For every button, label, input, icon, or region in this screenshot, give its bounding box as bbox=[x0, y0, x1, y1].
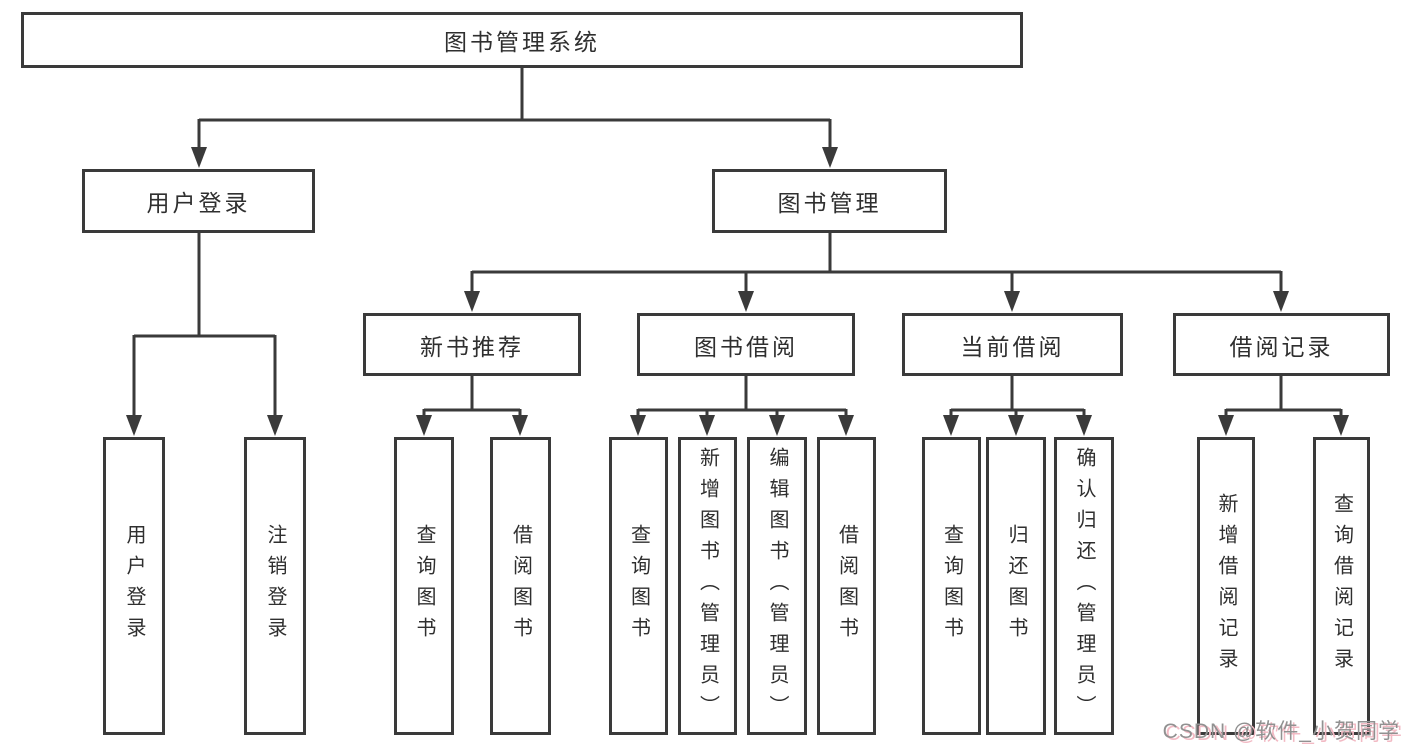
leaf-add-borrow-record-label: 新增借阅记录 bbox=[1215, 493, 1237, 679]
leaf-add-book-admin: 新增图书（管理员） bbox=[678, 437, 737, 735]
node-user-login: 用户登录 bbox=[82, 169, 315, 233]
leaf-newbooks-borrow-book-label: 借阅图书 bbox=[509, 524, 532, 648]
leaf-borrow-query-book: 查询图书 bbox=[609, 437, 668, 735]
leaf-borrow-book: 借阅图书 bbox=[817, 437, 876, 735]
leaf-logout: 注销登录 bbox=[244, 437, 306, 735]
node-library-system-label: 图书管理系统 bbox=[444, 29, 600, 55]
leaf-return-book-label: 归还图书 bbox=[1005, 524, 1027, 648]
leaf-return-book: 归还图书 bbox=[986, 437, 1046, 735]
csdn-watermark: CSDN @软件_小贺同学 bbox=[1162, 720, 1400, 743]
leaf-edit-book-admin: 编辑图书（管理员） bbox=[747, 437, 807, 735]
node-current-borrow-label: 当前借阅 bbox=[960, 333, 1065, 360]
node-book-management: 图书管理 bbox=[712, 169, 947, 233]
leaf-current-query-book: 查询图书 bbox=[922, 437, 981, 735]
node-current-borrow: 当前借阅 bbox=[902, 313, 1123, 376]
leaf-borrow-book-label: 借阅图书 bbox=[835, 524, 858, 648]
leaf-query-borrow-record-label: 查询借阅记录 bbox=[1330, 493, 1353, 679]
node-book-borrow: 图书借阅 bbox=[637, 313, 855, 376]
leaf-edit-book-admin-label: 编辑图书（管理员） bbox=[766, 446, 788, 726]
node-new-book-recommend-label: 新书推荐 bbox=[420, 333, 524, 360]
node-borrow-records-label: 借阅记录 bbox=[1229, 333, 1334, 360]
node-user-login-label: 用户登录 bbox=[146, 190, 251, 216]
leaf-user-login-label: 用户登录 bbox=[123, 524, 145, 648]
leaf-borrow-query-book-label: 查询图书 bbox=[627, 524, 650, 648]
leaf-current-query-book-label: 查询图书 bbox=[940, 524, 963, 648]
node-borrow-records: 借阅记录 bbox=[1173, 313, 1390, 376]
node-new-book-recommend: 新书推荐 bbox=[363, 313, 581, 376]
leaf-newbooks-query-book: 查询图书 bbox=[394, 437, 454, 735]
leaf-query-borrow-record: 查询借阅记录 bbox=[1313, 437, 1370, 735]
leaf-newbooks-query-book-label: 查询图书 bbox=[413, 524, 435, 648]
leaf-logout-label: 注销登录 bbox=[264, 524, 286, 648]
leaf-confirm-return-admin-label: 确认归还（管理员） bbox=[1073, 446, 1095, 726]
leaf-newbooks-borrow-book: 借阅图书 bbox=[490, 437, 551, 735]
leaf-confirm-return-admin: 确认归还（管理员） bbox=[1054, 437, 1114, 735]
leaf-user-login: 用户登录 bbox=[103, 437, 165, 735]
leaf-add-borrow-record: 新增借阅记录 bbox=[1197, 437, 1255, 735]
node-library-system: 图书管理系统 bbox=[21, 12, 1023, 68]
node-book-management-label: 图书管理 bbox=[777, 190, 882, 216]
node-book-borrow-label: 图书借阅 bbox=[694, 333, 798, 360]
leaf-add-book-admin-label: 新增图书（管理员） bbox=[696, 446, 719, 726]
